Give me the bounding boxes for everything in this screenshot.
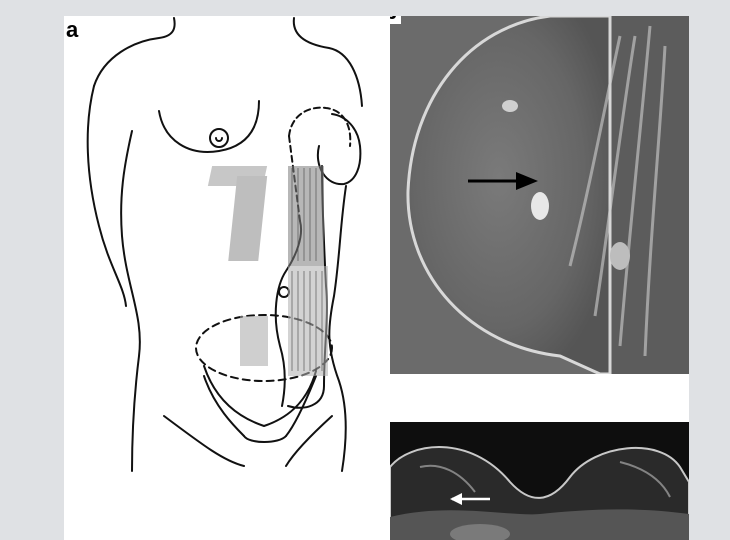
left-breast-outline bbox=[159, 101, 259, 152]
left-arm-outline bbox=[88, 86, 126, 306]
left-torso-side bbox=[121, 131, 140, 471]
lower-torso-left bbox=[164, 416, 332, 466]
left-shoulder-outline bbox=[94, 18, 175, 86]
groin-outline bbox=[204, 376, 316, 436]
right-shoulder-outline bbox=[294, 18, 362, 106]
torso-illustration bbox=[64, 16, 390, 540]
mri-sagittal-image bbox=[390, 16, 689, 374]
right-breast-outline bbox=[318, 114, 361, 184]
mri-axial-image bbox=[390, 422, 689, 540]
panel-a-body-diagram: a bbox=[64, 16, 390, 540]
right-torso-side bbox=[329, 186, 346, 471]
panel-c-mri-axial: c bbox=[390, 422, 689, 540]
panel-label-b: b bbox=[390, 16, 401, 24]
pubic-outline bbox=[244, 436, 286, 442]
panel-label-a: a bbox=[64, 18, 82, 42]
umbilicus-outline bbox=[279, 287, 289, 297]
lesion-highlight bbox=[531, 192, 549, 220]
flap-dashed-upper bbox=[289, 108, 350, 146]
nipple-outline bbox=[210, 129, 228, 147]
panel-b-mri-sagittal: b bbox=[390, 16, 689, 374]
